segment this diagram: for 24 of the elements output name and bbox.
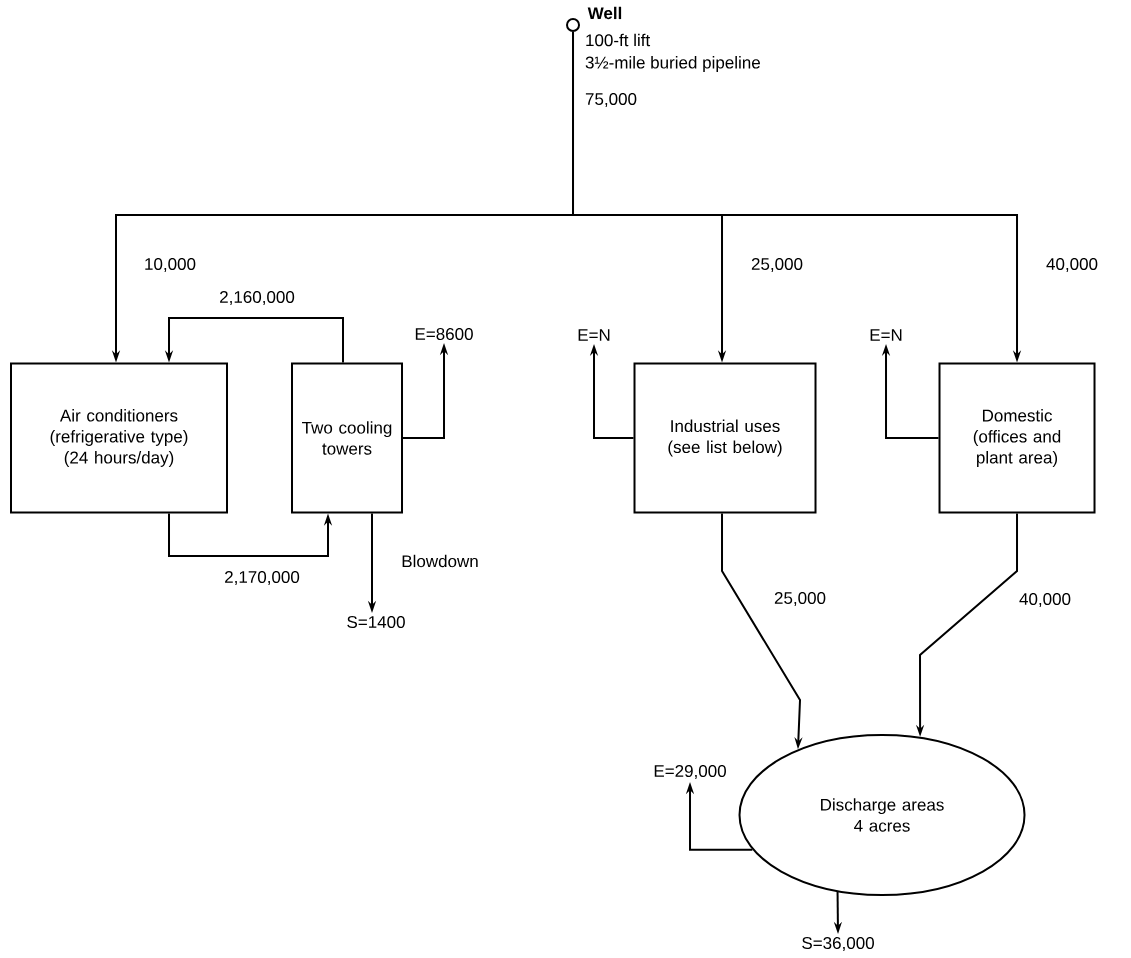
edge-label: 2,170,000 xyxy=(223,570,301,587)
edge-label: 25,000 xyxy=(750,257,804,273)
process-box: Domestic (offices and plant area) xyxy=(938,362,1096,514)
flow-value: E=N xyxy=(578,329,610,341)
flow-value: S=1400 xyxy=(347,616,405,629)
edge-label: 40,000 xyxy=(1045,257,1099,273)
discharge-area: Discharge areas 4 acres xyxy=(738,734,1026,896)
edge-label: Blowdown xyxy=(400,553,480,569)
edge-label: 25,000 xyxy=(773,591,827,608)
flow-value: E=8600 xyxy=(415,328,473,341)
edge-label: 10,000 xyxy=(143,257,197,273)
pipeline-note: 75,000 xyxy=(585,93,637,108)
pipeline-note: 100-ft lift xyxy=(586,33,651,47)
process-box: Two cooling towers xyxy=(291,362,403,514)
process-box: Air conditioners (refrigerative type) (24 hours/day) xyxy=(10,362,228,514)
flow-value: E=N xyxy=(870,329,902,341)
flow-value: S=36,000 xyxy=(802,937,874,952)
edge-label: 2,160,000 xyxy=(218,290,296,307)
pipeline-note: 3½-mile buried pipeline xyxy=(585,56,760,72)
process-box: Industrial uses (see list below) xyxy=(633,362,817,514)
well-symbol xyxy=(566,18,580,32)
flow-value: E=29,000 xyxy=(654,765,726,780)
well-label: Well xyxy=(587,6,622,20)
edge-label: 40,000 xyxy=(1018,592,1072,609)
